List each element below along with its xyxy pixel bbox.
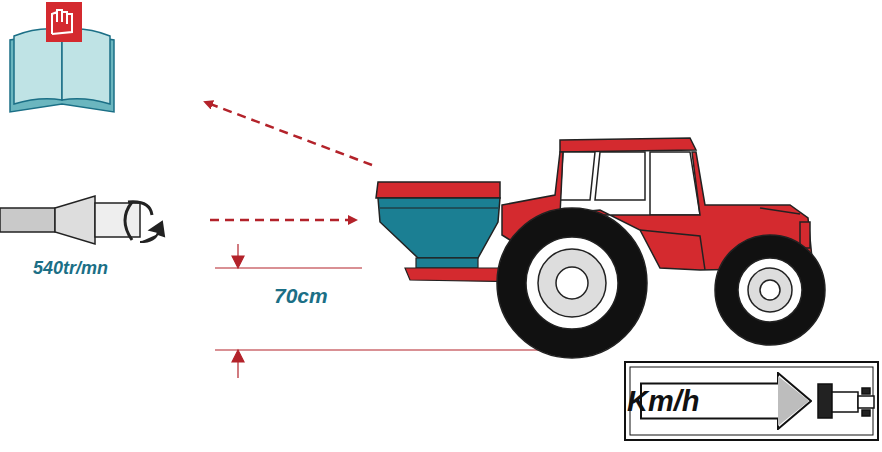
speed-unit: Km/h: [627, 385, 700, 418]
tractor: [497, 138, 825, 358]
manual-icon: [10, 2, 114, 112]
dimension-label: 70cm: [274, 284, 328, 308]
pto-shaft-icon: [0, 196, 164, 244]
height-dimension: [215, 244, 545, 378]
speed-arrow: Km/h: [640, 372, 812, 430]
speed-panel: [625, 362, 878, 440]
speed-label: 540tr/mn: [33, 258, 108, 279]
